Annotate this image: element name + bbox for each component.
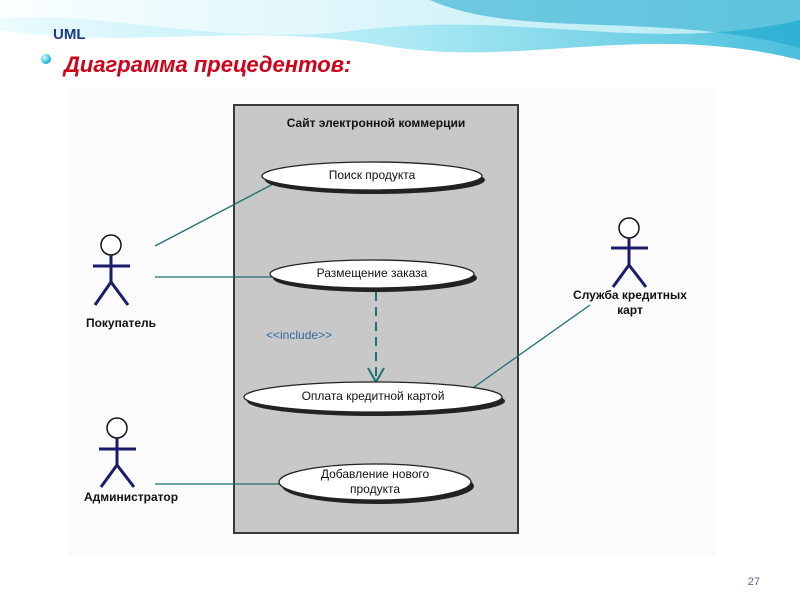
use-case-payment: [243, 381, 505, 416]
use-case-order: [269, 259, 477, 292]
actor-credit-service-figure: [611, 217, 648, 288]
use-case-search: [261, 161, 485, 194]
include-label: <<include>>: [266, 328, 333, 342]
use-case-search-label: Поиск продукта: [328, 168, 416, 182]
bullet-icon: [41, 54, 51, 64]
page-number: 27: [747, 576, 760, 588]
actor-admin-figure: [99, 417, 136, 488]
slide-title: Диаграмма прецедентов:: [64, 52, 352, 77]
link-credit-payment: [469, 304, 591, 391]
actor-admin-label: Администратор: [83, 490, 179, 504]
section-label: UML: [53, 26, 86, 43]
use-case-add-product: [278, 463, 474, 504]
actor-buyer-figure: [93, 234, 130, 306]
actor-credit-service-label: Служба кредитных карт: [548, 288, 712, 318]
use-case-add-product-line1: Добавление нового: [320, 467, 430, 481]
use-case-order-label: Размещение заказа: [316, 266, 428, 280]
header-wave-banner: [0, 0, 800, 60]
use-case-add-product-label: Добавление нового продукта: [290, 467, 460, 497]
actor-buyer-label: Покупатель: [85, 316, 157, 330]
link-buyer-search: [154, 182, 276, 247]
actor-credit-service-line2: карт: [617, 303, 643, 317]
use-case-add-product-line2: продукта: [349, 482, 400, 496]
actor-credit-service-line1: Служба кредитных: [573, 288, 687, 302]
system-title: Сайт электронной коммерции: [286, 116, 466, 130]
use-case-payment-label: Оплата кредитной картой: [301, 389, 445, 403]
